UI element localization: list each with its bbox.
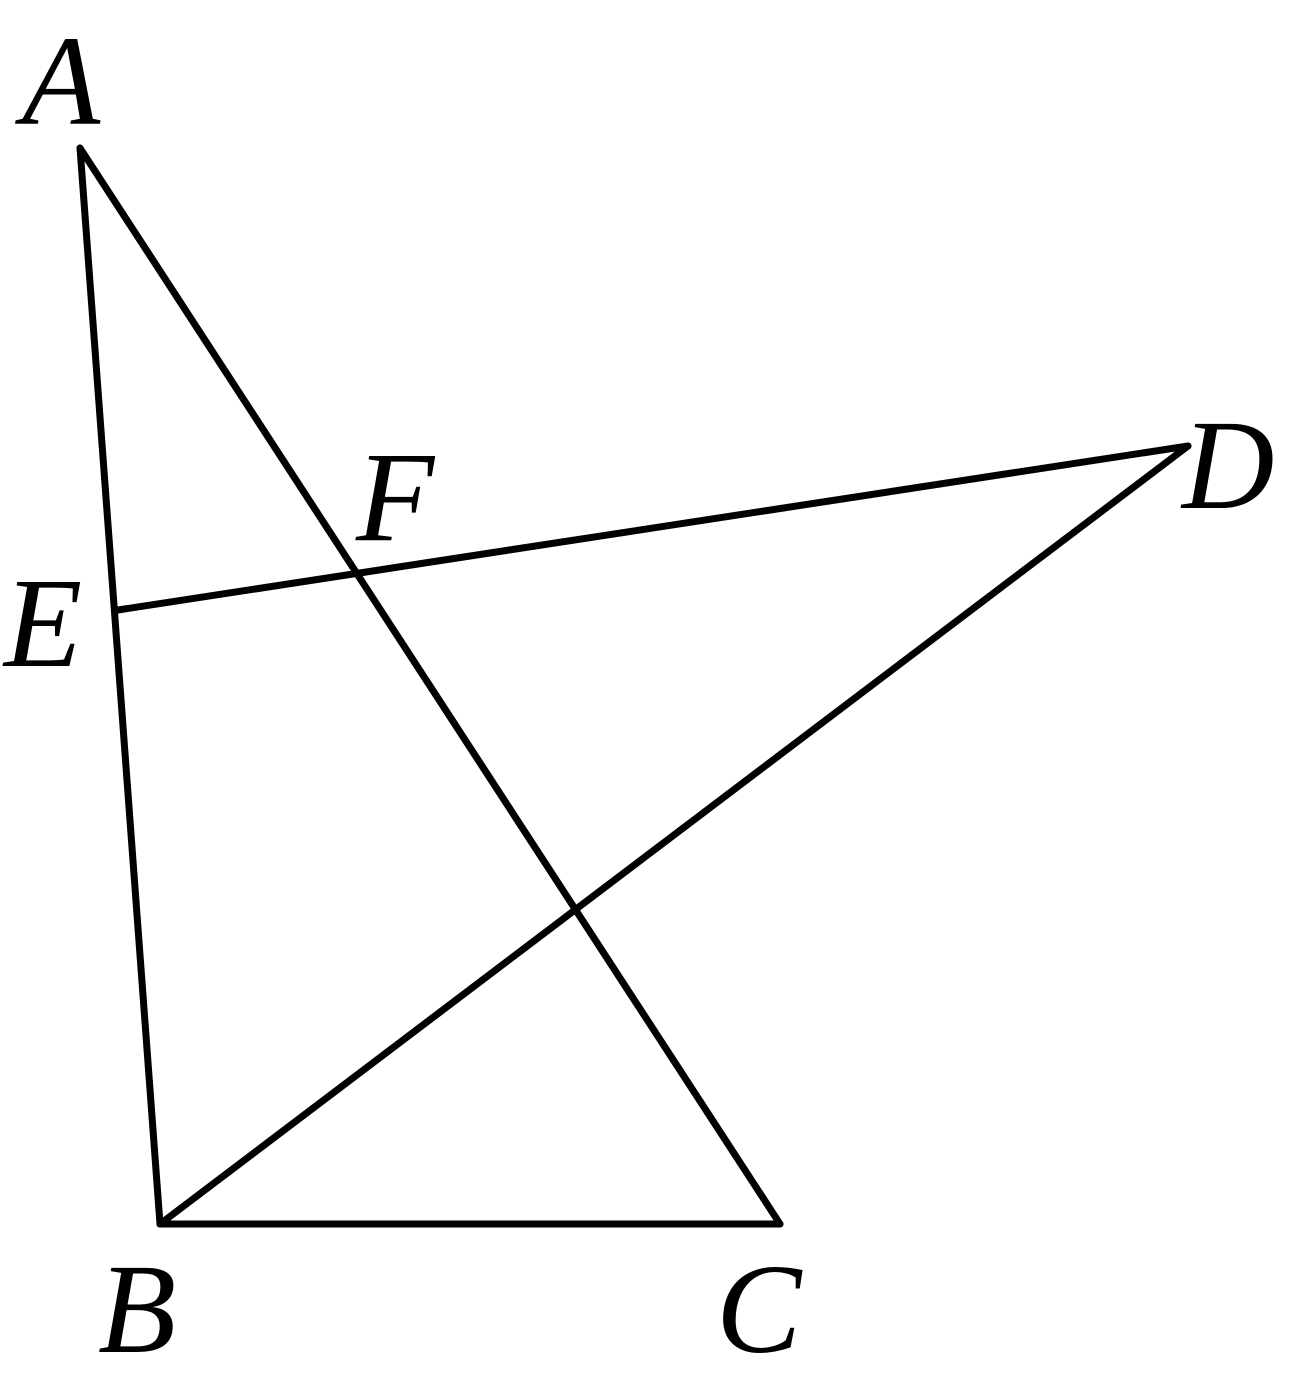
segment-ab [76,144,164,1228]
label-a: A [15,10,101,152]
label-b: B [98,1238,176,1380]
label-c: C [716,1238,803,1380]
segment-ac [76,144,784,1228]
label-e: E [2,552,82,694]
segment-ed [114,442,1192,614]
segment-bd [156,442,1192,1228]
label-d: D [1180,394,1274,536]
label-f: F [355,426,436,568]
